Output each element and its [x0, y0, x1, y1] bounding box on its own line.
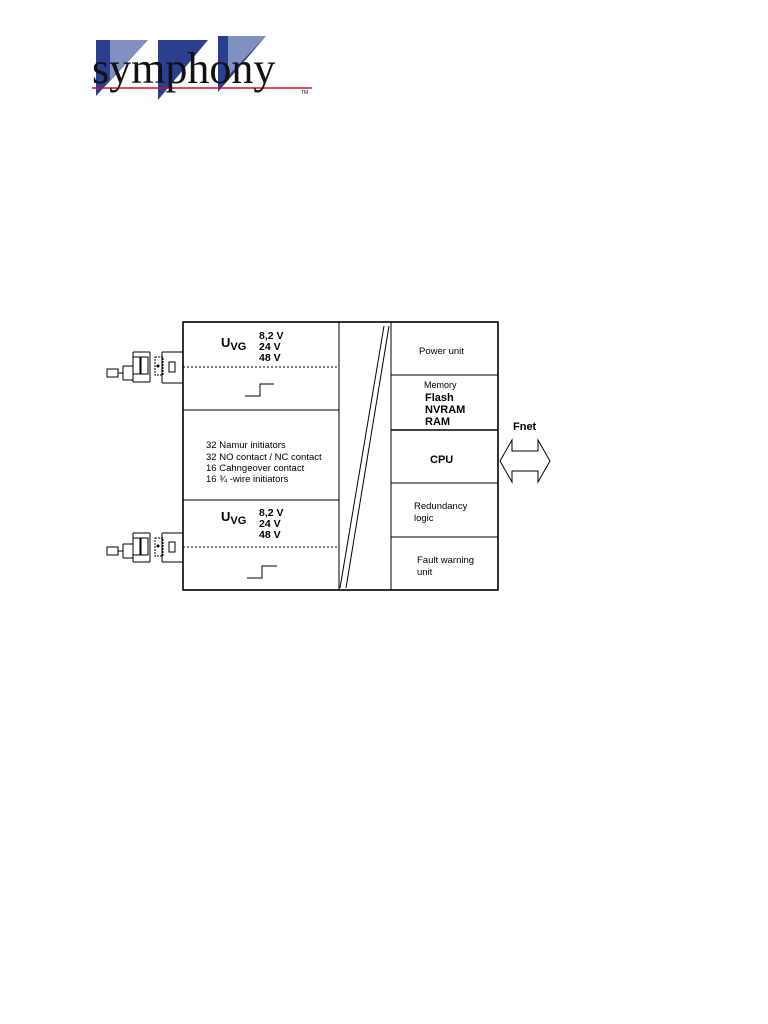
memory-nvram: NVRAM: [425, 404, 465, 416]
redundancy-label-line-1: Redundancy: [414, 501, 468, 512]
upper-voltage-3: 48 V: [259, 352, 281, 364]
memory-flash: Flash: [425, 392, 454, 404]
initiator-line-4: 16 ¾ -wire initiators: [206, 474, 289, 485]
logo-triangle-middle: [158, 40, 208, 100]
logo-wordmark: symphony: [92, 44, 275, 93]
upper-field-connector: [106, 351, 183, 384]
lower-sensor-box: [106, 546, 119, 556]
lower-step-symbol: [247, 565, 277, 579]
logo-trademark: TM: [301, 90, 308, 96]
upper-voltage-1: 8,2 V: [259, 330, 284, 342]
fnet-label: Fnet: [513, 421, 537, 433]
logo-triangle-left: [96, 40, 148, 96]
backplane-line-1: [339, 325, 385, 589]
upper-junction-dot: [156, 364, 160, 368]
lower-uvg-symbol: UVG: [221, 509, 246, 527]
lower-field-connector: [106, 532, 183, 563]
initiator-line-3: 16 Cahngeover contact: [206, 463, 305, 474]
upper-isolator-1: [132, 356, 141, 375]
diagram-frame: [182, 321, 499, 591]
memory-title: Memory: [424, 380, 457, 390]
upper-uvg-symbol: UVG: [221, 335, 246, 353]
upper-channel-box: [154, 356, 164, 376]
lower-voltage-2: 24 V: [259, 518, 281, 530]
redundancy-label-line-2: logic: [414, 513, 434, 524]
logo-triangle-left-shade: [110, 40, 148, 80]
fault-label-line-2: unit: [417, 567, 433, 578]
lower-channel-box: [154, 537, 164, 557]
lower-junction-dot: [156, 544, 160, 548]
upper-sensor-box: [106, 368, 119, 378]
upper-step-symbol: [245, 383, 274, 397]
logo-triangle-right-shade: [228, 36, 266, 76]
memory-ram: RAM: [425, 416, 450, 428]
lower-isolator-2: [140, 537, 149, 556]
initiator-line-1: 32 Namur initiators: [206, 440, 286, 451]
lower-voltage-1: 8,2 V: [259, 507, 284, 519]
lower-isolator-1: [132, 537, 141, 556]
cpu-label: CPU: [430, 454, 453, 466]
power-unit-label: Power unit: [419, 346, 464, 357]
symphony-logo: symphony TM: [88, 30, 318, 115]
initiator-line-2: 32 NO contact / NC contact: [206, 452, 322, 463]
lower-voltage-3: 48 V: [259, 529, 281, 541]
upper-isolator-2: [140, 356, 149, 375]
backplane-line-2: [345, 325, 390, 589]
logo-graphic: symphony TM: [92, 36, 312, 100]
fnet-bus-arrow: [499, 438, 551, 484]
upper-voltage-2: 24 V: [259, 341, 281, 353]
lower-resistor: [168, 541, 176, 553]
upper-resistor: [168, 361, 176, 373]
fault-label-line-1: Fault warning: [417, 555, 474, 566]
